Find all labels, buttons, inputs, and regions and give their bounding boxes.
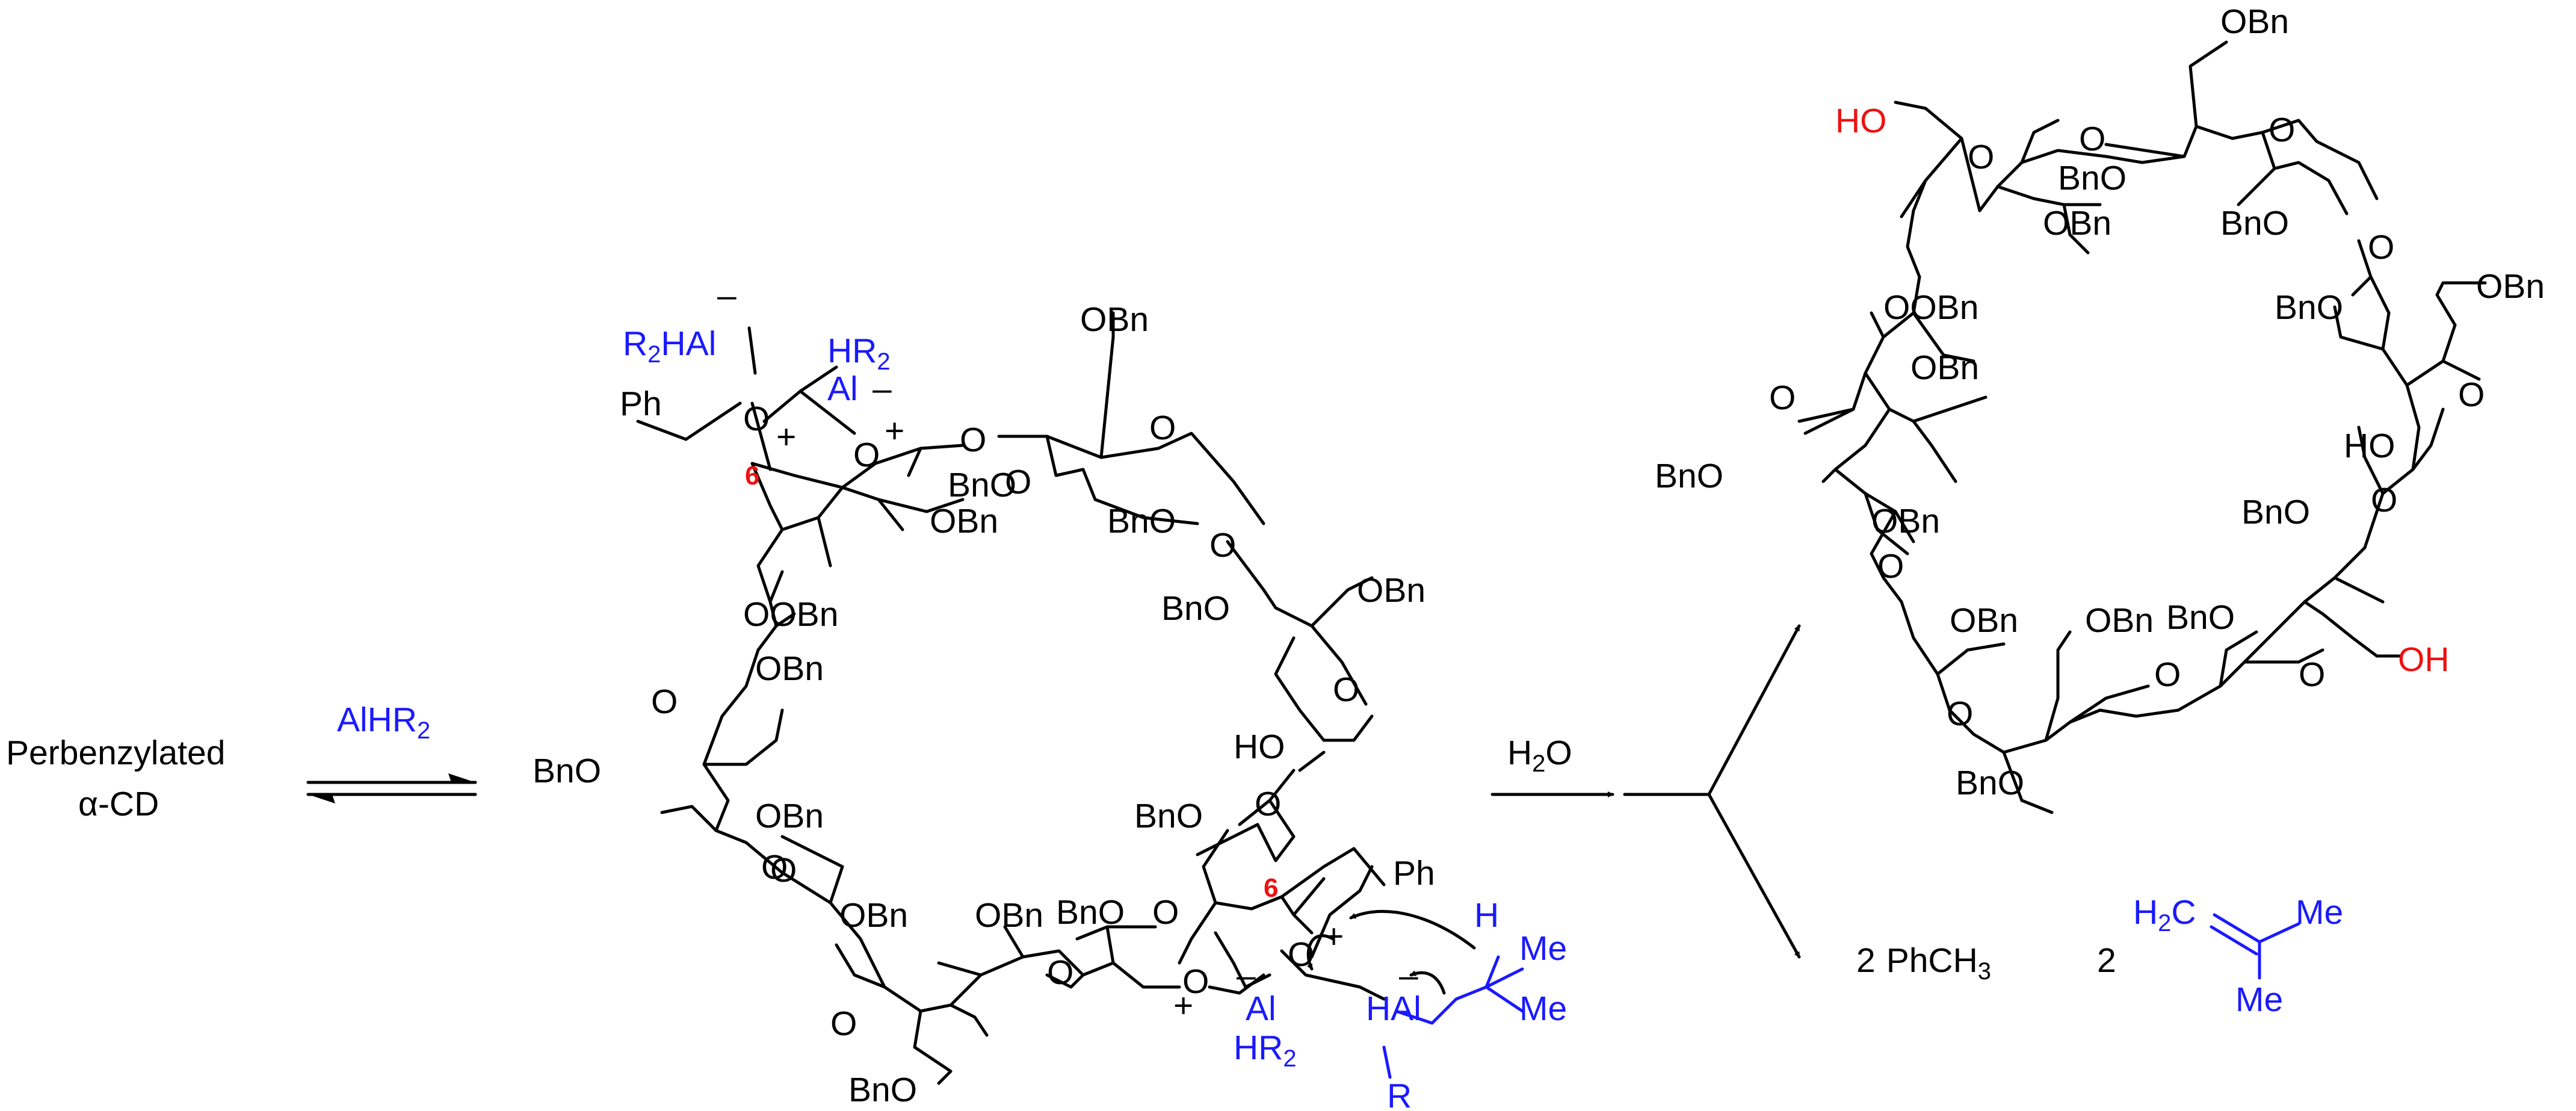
obn-label: OBn [2085, 601, 2154, 640]
hal-label: HAl [1366, 989, 1421, 1028]
al-label-bottom: Al [1246, 989, 1276, 1028]
ring-o-label: O [1149, 409, 1176, 447]
isobutylene-me-top: Me [2296, 893, 2343, 932]
al-label-top: Al [827, 370, 858, 408]
obn-label: OBn [1080, 300, 1149, 339]
obn-label: OBn [755, 797, 824, 835]
ring-o-label: O [2154, 655, 2181, 694]
hydroxyl-label-bottom: OH [2398, 640, 2450, 679]
reagent-alhr2: AlHR2 [337, 701, 430, 744]
me-label: Me [1519, 929, 1567, 968]
minus-sign: – [717, 276, 737, 315]
ring-o-label: O [830, 1004, 857, 1043]
bno-label: BnO [1655, 457, 1723, 495]
oxonium-o-bottom: O [1288, 935, 1314, 974]
bno-label: BnO [2058, 159, 2127, 197]
ring-o-label: O [960, 421, 986, 459]
ring-o-label: O [2299, 655, 2325, 694]
ring-o-label: O [1182, 962, 1209, 1001]
minus-sign: – [873, 370, 892, 408]
bno-label: BnO [948, 466, 1016, 504]
ring-o-label: O [1255, 785, 1281, 823]
bno-label: BnO [1134, 797, 1203, 835]
obn-label: OBn [1910, 348, 1979, 387]
ring-o-label: O [770, 851, 797, 890]
reagent-water: H2O [1507, 734, 1572, 777]
obn-label: OBn [1871, 502, 1940, 540]
obn-label: OBn [1950, 601, 2018, 640]
bno-label: BnO [2220, 204, 2289, 243]
product-cyclodextrin [1797, 40, 2487, 814]
isobutylene-bonds [2210, 913, 2300, 980]
ph-label-bottom: Ph [1393, 854, 1435, 893]
bno-label: BnO [533, 752, 601, 790]
r2hal-label: R2HAl [623, 324, 716, 368]
reaction-arrow [1490, 624, 1801, 959]
h-label: H [1474, 896, 1499, 935]
isobutylene-me-bottom: Me [2235, 980, 2283, 1019]
ooBn-label: OOBn [743, 595, 838, 634]
bno-label: BnO [1056, 893, 1125, 932]
reactant-name-line2: α-CD [78, 785, 159, 823]
plus-sign: + [1173, 986, 1193, 1025]
ring-o-label: O [1209, 526, 1236, 565]
ring-o-label: O [1152, 893, 1179, 932]
ring-o-label: O [1877, 547, 1904, 586]
ooBn-label: OOBn [1883, 288, 1978, 327]
plus-sign: + [1324, 917, 1344, 956]
obn-label: OBn [839, 896, 908, 935]
ring-o-label: O [2079, 120, 2105, 158]
ring-o-label: O [761, 848, 788, 887]
r-label: R [1387, 1077, 1412, 1111]
obn-label: OBn [930, 502, 998, 540]
minus-sign: – [1237, 956, 1256, 995]
hr2-label-top: HR2 [827, 332, 891, 375]
oxonium-o-top-right: O [853, 436, 880, 474]
bno-label: BnO [1107, 502, 1176, 540]
ring-o-label: O [1005, 463, 1031, 501]
ring-o-label: O [1947, 695, 1973, 733]
isobutylene-coef: 2 [2097, 941, 2116, 980]
ho-label: HO [2344, 427, 2395, 465]
bno-label: BnO [2241, 493, 2310, 531]
ring-o-label: O [1968, 138, 1994, 176]
ring-o-label: O [1047, 953, 1073, 992]
minus-sign: – [1399, 956, 1418, 995]
ring-o-label: O [1769, 379, 1796, 417]
obn-label: OBn [2043, 204, 2111, 243]
obn-label: OBn [755, 649, 824, 688]
hr2-label-bottom: HR2 [1234, 1029, 1297, 1072]
reactant-name-line1: Perbenzylated [6, 734, 225, 772]
hydroxyl-label-top: HO [1835, 102, 1887, 140]
bno-label: BnO [848, 1071, 917, 1109]
ring-o-label: O [2458, 376, 2485, 414]
bno-label: BnO [2275, 288, 2343, 327]
plus-sign: + [885, 412, 904, 450]
me-label: Me [1519, 989, 1567, 1028]
ho-label: HO [1234, 728, 1285, 766]
ring-o-label: O [2371, 481, 2397, 519]
isobutylene-h2c: H2C [2133, 893, 2196, 936]
ring-o-label: O [1333, 670, 1359, 709]
oxonium-o-top-left: O [743, 400, 770, 438]
bno-label: BnO [1956, 764, 2024, 802]
plus-sign: + [776, 418, 796, 456]
obn-label: OBn [1357, 571, 1425, 610]
obn-label: OBn [975, 896, 1043, 935]
ring-o-label: O [651, 682, 678, 721]
obn-label: OBn [2476, 267, 2545, 306]
bno-label: BnO [1161, 589, 1230, 628]
intermediate-complex [636, 311, 1524, 1085]
obn-label: OBn [2220, 2, 2289, 41]
ph-label-top: Ph [620, 385, 662, 423]
ring-o-label: O [2368, 228, 2394, 267]
position-6-label: 6 [1264, 873, 1278, 903]
ring-o-label: O [2269, 111, 2295, 149]
equilibrium-arrow [306, 773, 477, 803]
position-6-label: 6 [745, 461, 759, 491]
bno-label: BnO [2166, 598, 2235, 637]
